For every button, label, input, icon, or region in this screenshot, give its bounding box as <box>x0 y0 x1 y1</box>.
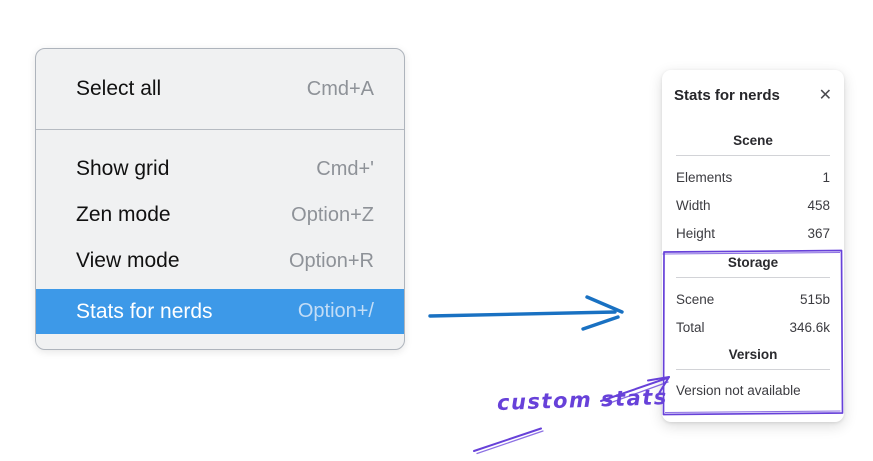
menu-item-shortcut: Option+R <box>288 249 374 272</box>
menu-separator <box>36 129 404 130</box>
menu-item-label: Zen mode <box>76 203 171 226</box>
stat-label: Total <box>676 319 705 335</box>
stat-row-elements: Elements 1 <box>674 163 832 191</box>
menu-item-shortcut: Option+/ <box>297 300 374 322</box>
menu-item-select-all[interactable]: Select all Cmd+A <box>36 49 404 129</box>
menu-item-show-grid[interactable]: Show grid Cmd+' <box>36 146 404 192</box>
menu-item-shortcut: Cmd+' <box>316 157 374 180</box>
stat-row-total-storage: Total 346.6k <box>674 313 832 341</box>
stat-label: Scene <box>676 291 715 307</box>
context-menu: Select all Cmd+A Show grid Cmd+' Zen mod… <box>35 48 405 350</box>
stat-label: Elements <box>676 169 733 185</box>
menu-item-stats-for-nerds[interactable]: Stats for nerds Option+/ <box>36 289 404 334</box>
stat-row-scene-storage: Scene 515b <box>674 285 832 313</box>
menu-item-label: View mode <box>76 249 180 272</box>
stats-panel-header: Stats for nerds ✕ <box>674 84 832 106</box>
stats-panel: Stats for nerds ✕ Scene Elements 1 Width… <box>662 70 844 422</box>
menu-group: Show grid Cmd+' Zen mode Option+Z View m… <box>36 130 404 334</box>
menu-to-panel-arrow <box>428 295 624 331</box>
stat-row-height: Height 367 <box>674 219 832 247</box>
annotation-text: custom stats <box>496 385 669 415</box>
menu-item-shortcut: Option+Z <box>291 203 374 226</box>
annotation-underline <box>473 427 544 455</box>
stats-panel-title: Stats for nerds <box>674 86 780 104</box>
storage-section-heading: Storage <box>727 255 779 270</box>
stat-value: 458 <box>807 197 830 213</box>
version-note: Version not available <box>676 383 801 398</box>
section-divider <box>676 155 830 156</box>
stat-value: 346.6k <box>789 319 830 335</box>
menu-item-label: Select all <box>76 77 162 100</box>
section-divider <box>676 369 830 370</box>
menu-item-zen-mode[interactable]: Zen mode Option+Z <box>36 192 404 238</box>
menu-item-label: Stats for nerds <box>76 299 213 323</box>
menu-item-view-mode[interactable]: View mode Option+R <box>36 238 404 284</box>
stat-value: 1 <box>822 169 830 185</box>
scene-section-heading: Scene <box>733 133 773 148</box>
stat-label: Height <box>676 225 716 241</box>
stat-value: 367 <box>807 225 830 241</box>
section-divider <box>676 277 830 278</box>
annotation-arrow <box>600 376 670 405</box>
menu-item-shortcut: Cmd+A <box>306 77 374 100</box>
stat-label: Width <box>676 197 711 213</box>
stat-value: 515b <box>799 291 830 307</box>
close-icon[interactable]: ✕ <box>818 85 832 104</box>
version-section-heading: Version <box>728 347 778 362</box>
stat-row-width: Width 458 <box>674 191 832 219</box>
menu-item-label: Show grid <box>76 157 170 180</box>
